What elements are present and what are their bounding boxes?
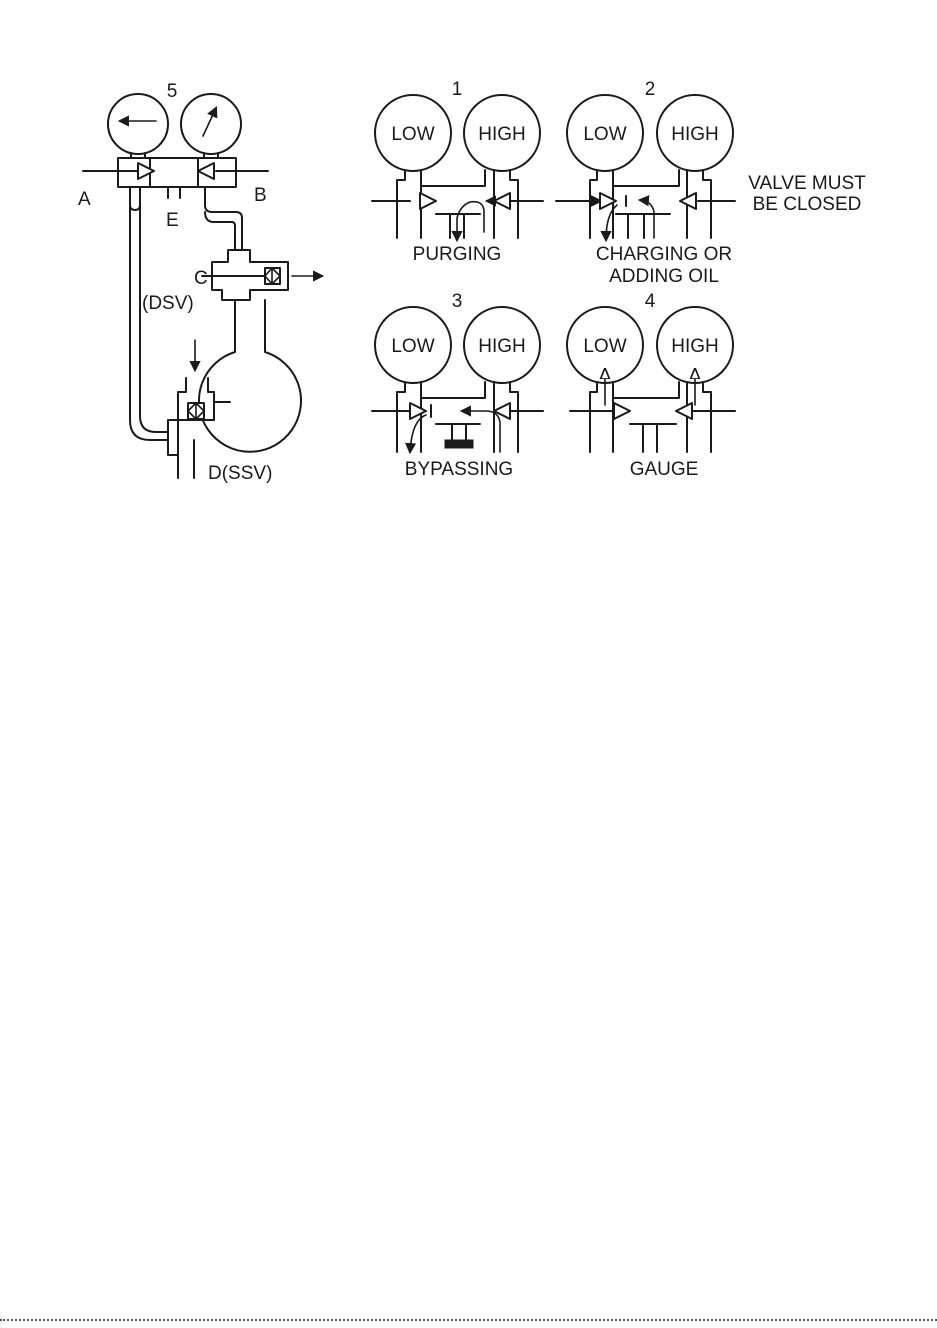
dsv-valve-icon <box>202 250 322 300</box>
mode-caption-line-2: ADDING OIL <box>609 266 719 287</box>
low-gauge-icon <box>108 94 168 158</box>
low-gauge-label: LOW <box>391 124 434 145</box>
mode-caption-line-1: PURGING <box>413 244 502 265</box>
flow-arrow-icon <box>410 415 426 452</box>
high-valve-icon <box>198 163 214 179</box>
charging-cylinder-icon <box>199 300 301 452</box>
high-gauge-label: HIGH <box>671 336 719 357</box>
mode-caption-line-1: GAUGE <box>630 459 699 480</box>
flow-arrow-icon <box>606 205 617 240</box>
figure-number-5: 5 <box>167 81 178 102</box>
low-valve-icon <box>138 163 154 179</box>
high-gauge-label: HIGH <box>671 124 719 145</box>
mode-number: 2 <box>645 79 656 100</box>
high-gauge-label: HIGH <box>478 124 526 145</box>
low-valve-icon <box>614 403 630 419</box>
high-valve-icon <box>494 403 510 419</box>
mode-number: 3 <box>452 291 463 312</box>
high-valve-icon <box>676 403 692 419</box>
page-bottom-rule <box>0 1319 937 1321</box>
high-valve-icon <box>494 193 510 209</box>
low-side-hose <box>130 205 168 440</box>
mode-bypassing: 3 LOW HIGH BYPASSING <box>372 291 543 480</box>
low-gauge-label: LOW <box>583 336 626 357</box>
manifold-assembly: 5 A B <box>78 81 322 484</box>
ssv-valve-icon <box>168 340 230 478</box>
label-a: A <box>78 189 91 210</box>
low-gauge-label: LOW <box>583 124 626 145</box>
manifold-body <box>83 158 268 212</box>
mode-purging: 1 LOW HIGH PURGING <box>372 79 543 265</box>
high-gauge-icon <box>181 94 241 158</box>
low-valve-icon <box>420 193 436 209</box>
high-side-hose <box>214 212 242 250</box>
mode-number: 4 <box>645 291 656 312</box>
mode-number: 1 <box>452 79 463 100</box>
high-gauge-label: HIGH <box>478 336 526 357</box>
mode-charging: 2 LOW HIGH CHARGING OR ADDING OIL <box>556 79 735 287</box>
valve-note-line-1: VALVE MUST <box>748 173 866 194</box>
label-c: C <box>194 268 208 289</box>
low-gauge-label: LOW <box>391 336 434 357</box>
label-b: B <box>254 185 267 206</box>
mode-caption-line-1: CHARGING OR <box>596 244 732 265</box>
mode-caption-line-1: BYPASSING <box>405 459 513 480</box>
label-dsv: (DSV) <box>142 293 194 314</box>
mode-gauge: 4 LOW HIGH GAUGE <box>567 291 735 480</box>
label-d-ssv: D(SSV) <box>208 463 272 484</box>
label-e: E <box>166 210 179 231</box>
port-cap-icon <box>445 440 473 448</box>
flow-arrow-icon <box>457 202 484 240</box>
valve-note-line-2: BE CLOSED <box>753 194 862 215</box>
